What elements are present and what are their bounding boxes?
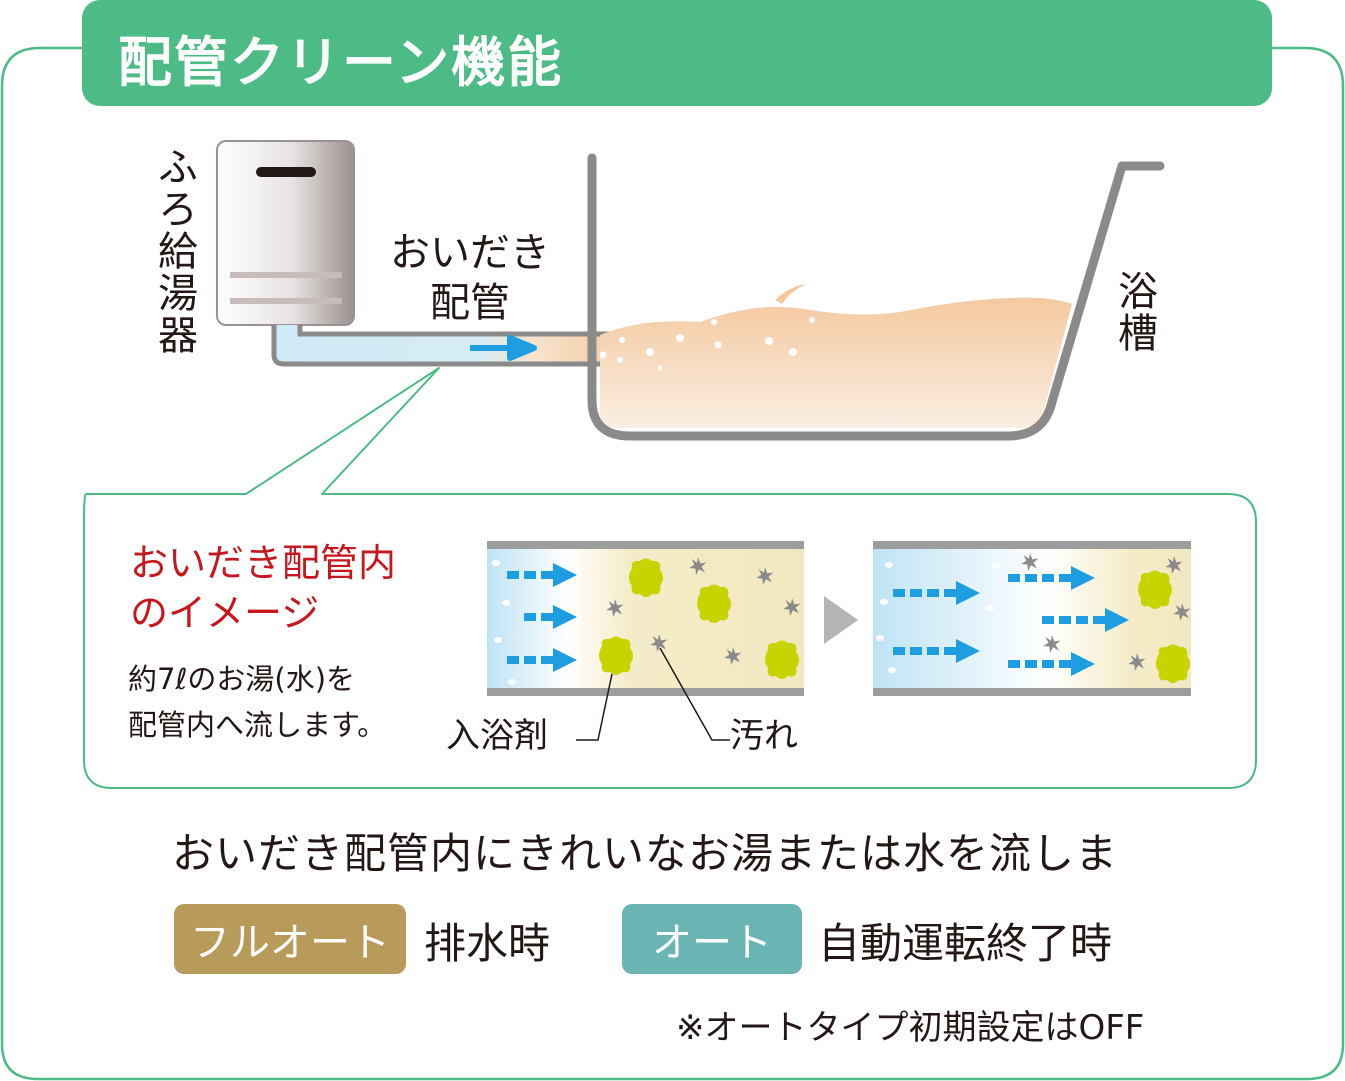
bathtub-icon: [587, 153, 1165, 441]
tub-label: 浴槽: [1111, 270, 1157, 354]
reheat-pipe: [271, 325, 622, 367]
pipe-label-line1: おいだき: [390, 230, 550, 276]
full-auto-badge: フルオート: [174, 904, 406, 974]
inset-desc-line1: 約7ℓのお湯(水)を: [128, 662, 356, 696]
flow-arrow-icon: [893, 581, 980, 605]
next-arrow-icon: [824, 596, 858, 644]
bath-agent-icon: [697, 584, 731, 623]
pipe-label: おいだき 配管: [390, 228, 550, 328]
leader-line-dirt: [659, 647, 730, 741]
label-dirt: 汚れ: [730, 716, 798, 756]
pipe-section-after: [873, 541, 1191, 696]
flow-arrow-icon: [470, 335, 537, 361]
auto-condition: 自動運転終了時: [818, 919, 1113, 968]
bath-agent-icon: [1138, 570, 1172, 609]
page-title: 配管クリーン機能: [118, 31, 564, 94]
flow-arrow-icon: [1008, 652, 1095, 676]
inset-description: 約7ℓのお湯(水)を 配管内へ流します。: [128, 656, 386, 748]
bath-heater-icon: [216, 140, 355, 326]
outer-frame: [0, 46, 1345, 1081]
auto-badge: オート: [622, 904, 802, 974]
title-banner: [82, 0, 1272, 106]
full-auto-condition: 排水時: [424, 919, 551, 968]
bath-agent-icon: [765, 640, 799, 679]
footnote: ※オートタイプ初期設定はOFF: [676, 1008, 1145, 1048]
flow-arrow-icon: [1008, 566, 1095, 590]
flow-arrow-icon: [524, 605, 577, 629]
main-description: おいだき配管内にきれいなお湯または水を流しま: [172, 829, 1119, 878]
inset-title-line2: のイメージ: [130, 591, 320, 635]
inset-desc-line2: 配管内へ流します。: [128, 708, 387, 742]
pipe-section-before: [487, 541, 804, 696]
flow-arrow-icon: [507, 648, 577, 672]
flow-arrow-icon: [507, 563, 577, 587]
inset-title-line1: おいだき配管内: [130, 541, 397, 585]
pipe-label-line2: 配管: [430, 280, 510, 326]
flow-arrow-icon: [1042, 608, 1129, 632]
leader-line-agent: [576, 673, 613, 741]
flow-arrow-icon: [893, 639, 980, 663]
bath-agent-icon: [599, 636, 633, 675]
bath-agent-icon: [629, 558, 663, 597]
heater-label: ふろ給湯器: [151, 146, 197, 356]
bath-agent-icon: [1156, 644, 1190, 683]
label-bath-agent: 入浴剤: [446, 716, 548, 756]
inset-title: おいだき配管内 のイメージ: [130, 538, 396, 638]
